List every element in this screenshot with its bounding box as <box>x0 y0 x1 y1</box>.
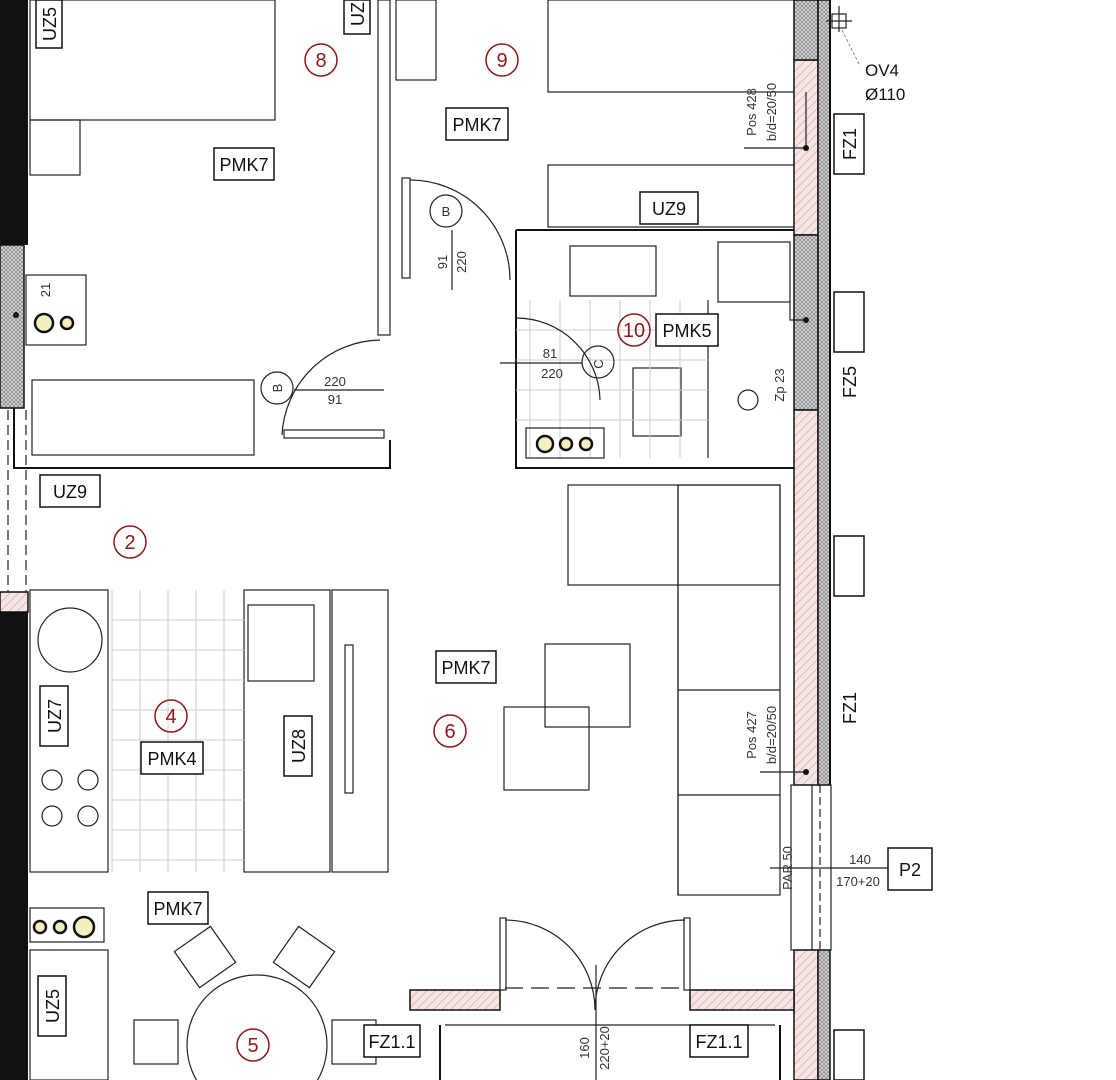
label-uz: UZ <box>348 2 368 26</box>
partitions <box>13 0 794 469</box>
doors <box>281 177 795 1080</box>
window-width: 140 <box>849 852 871 867</box>
room-number-2: 2 <box>124 532 135 554</box>
left-wall-bottom <box>0 612 28 1080</box>
door-width: 91 <box>435 255 450 269</box>
label-p2: P2 <box>899 860 921 880</box>
door-type-b: B <box>442 204 451 219</box>
label-pmk7: PMK7 <box>452 115 501 135</box>
label-uz7: UZ7 <box>45 699 65 733</box>
ov4-label: OV4 <box>865 61 899 80</box>
label-fz1: FZ1 <box>840 128 860 160</box>
label-fz1-1: FZ1.1 <box>695 1032 742 1052</box>
beam-pos-427: Pos 427 <box>744 711 759 759</box>
label-pmk7: PMK7 <box>153 899 202 919</box>
label-uz5: UZ5 <box>43 989 63 1023</box>
door-height: 220 <box>454 251 469 273</box>
ov4-pipe-icon <box>826 6 861 67</box>
label-pmk4: PMK4 <box>147 749 196 769</box>
door-width: 91 <box>328 392 342 407</box>
room-number-4: 4 <box>165 706 176 728</box>
window-p2 <box>770 784 888 951</box>
room-number-8: 8 <box>315 50 326 72</box>
parapet-height: PAR 50 <box>780 846 795 890</box>
beam-dims-427: b/d=20/50 <box>764 706 779 764</box>
label-fz1: FZ1 <box>840 692 860 724</box>
balcony-door-width: 160 <box>577 1037 592 1059</box>
label-fz5: FZ5 <box>840 366 860 398</box>
label-pmk5: PMK5 <box>662 321 711 341</box>
pipe-zp23: Zp 23 <box>772 368 787 401</box>
label-uz9: UZ9 <box>53 482 87 502</box>
label-fz1-1: FZ1.1 <box>368 1032 415 1052</box>
beam-pos-428: Pos 428 <box>744 88 759 136</box>
furniture <box>25 0 795 1080</box>
door-height: 220 <box>541 366 563 381</box>
room-number-10: 10 <box>623 320 645 342</box>
label-pmk7: PMK7 <box>219 155 268 175</box>
door-type-b: B <box>270 384 285 393</box>
label-pmk7: PMK7 <box>441 658 490 678</box>
door-height: 220 <box>324 374 346 389</box>
label-uz8: UZ8 <box>289 729 309 763</box>
label-uz5: UZ5 <box>40 7 60 41</box>
balcony-door-height: 220+20 <box>597 1026 612 1070</box>
ov4-diameter: Ø110 <box>865 85 905 104</box>
room-number-6: 6 <box>444 721 455 743</box>
room-number-5: 5 <box>247 1035 258 1057</box>
door-type-c: C <box>591 359 606 368</box>
window-height: 170+20 <box>836 874 880 889</box>
exterior-wall-right <box>793 0 831 1080</box>
pipe-diameter: 21 <box>38 283 53 297</box>
door-width: 81 <box>543 346 557 361</box>
label-uz9: UZ9 <box>652 199 686 219</box>
left-wall-top <box>0 0 28 245</box>
room-number-9: 9 <box>496 50 507 72</box>
beam-dims-428: b/d=20/50 <box>764 83 779 141</box>
